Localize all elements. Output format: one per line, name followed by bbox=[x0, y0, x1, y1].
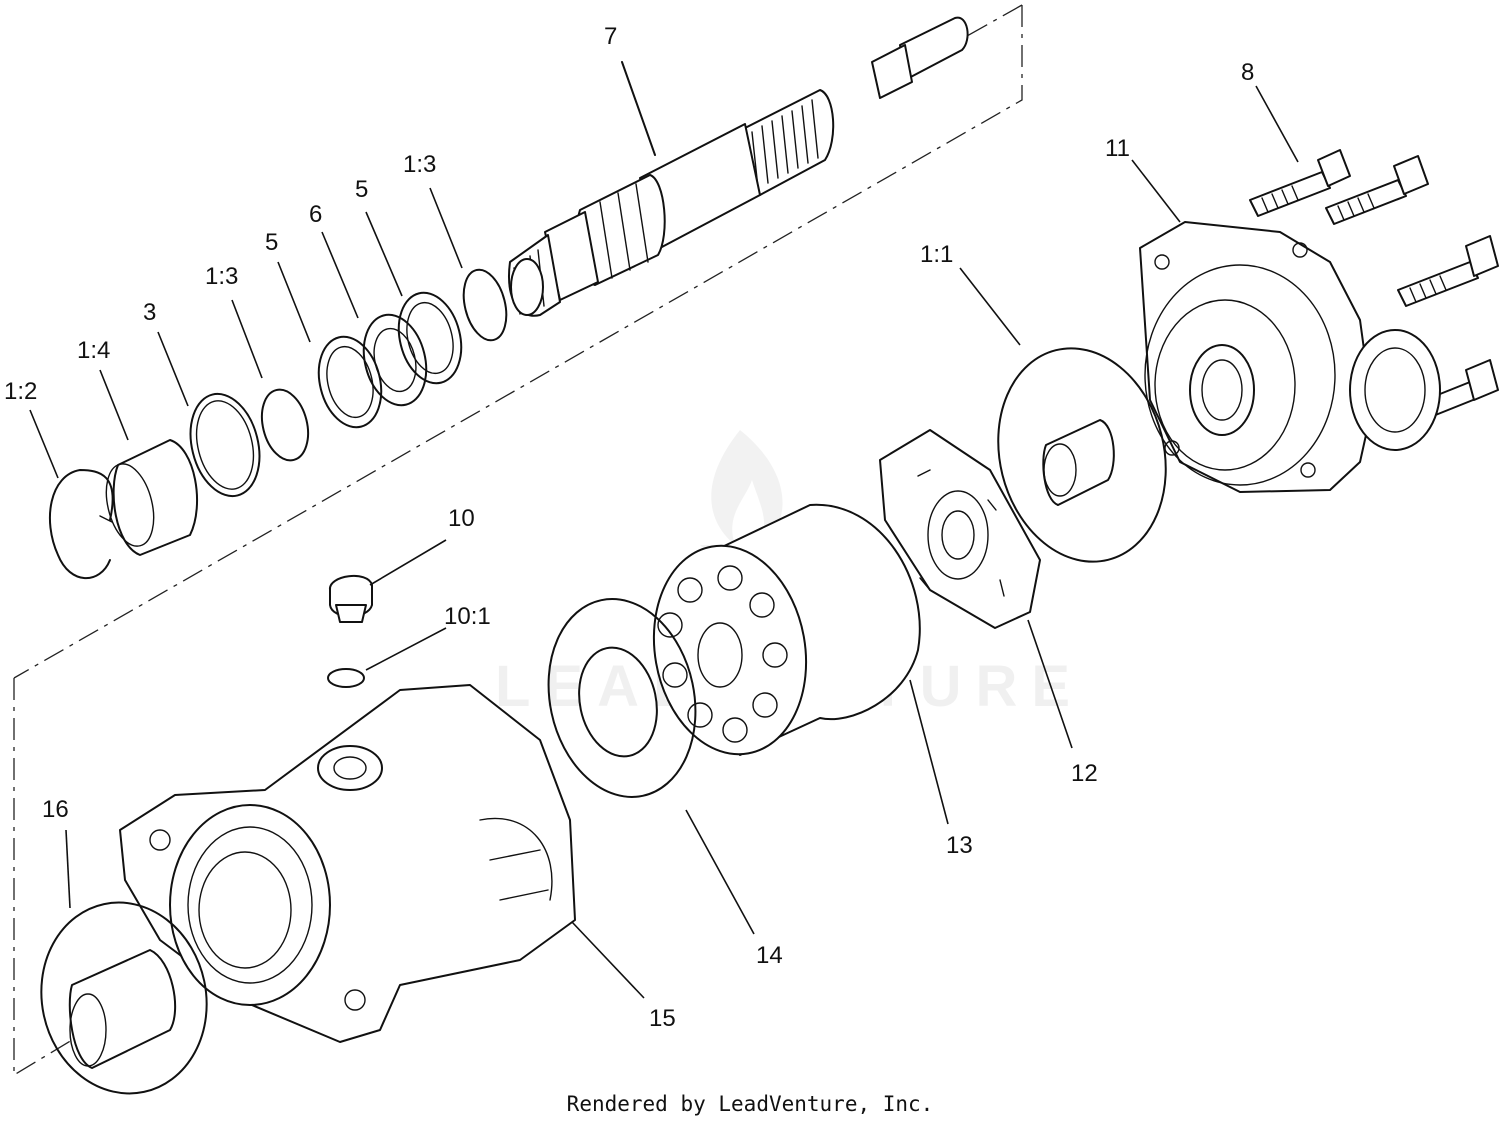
part-5-washer-lower bbox=[277, 261, 383, 429]
part-10-1-o-ring bbox=[327, 627, 447, 688]
part-1-1-o-ring bbox=[959, 267, 1167, 563]
callout-label-3: 3 bbox=[143, 299, 156, 326]
callout-labels: 7 8 11 1:1 1:3 5 6 5 1:3 3 1:4 1:2 10 10… bbox=[4, 23, 1254, 1032]
part-7-drive-shaft bbox=[508, 16, 969, 317]
part-1-3-retaining-ring-lower bbox=[231, 299, 310, 462]
part-14-thrust-washer bbox=[547, 598, 755, 935]
callout-label-13: 13 bbox=[946, 832, 973, 859]
part-6-washer bbox=[321, 231, 428, 407]
callout-label-11: 11 bbox=[1105, 135, 1130, 162]
render-credit: Rendered by LeadVenture, Inc. bbox=[566, 1092, 934, 1116]
callout-label-10-1: 10:1 bbox=[444, 603, 491, 630]
part-13-cylinder-barrel bbox=[652, 503, 949, 825]
part-1-4-bearing bbox=[99, 369, 198, 556]
part-8-bolts bbox=[1249, 85, 1499, 419]
callout-label-14: 14 bbox=[756, 942, 783, 969]
callout-label-1-1: 1:1 bbox=[920, 241, 953, 268]
callout-label-10: 10 bbox=[448, 505, 475, 532]
part-1-2-retaining-ring bbox=[29, 409, 114, 580]
callout-label-1-3-lower: 1:3 bbox=[205, 263, 238, 290]
part-3-ring bbox=[157, 331, 261, 498]
callout-label-16: 16 bbox=[42, 796, 69, 823]
callout-label-8: 8 bbox=[1241, 59, 1254, 86]
part-5-washer-upper bbox=[365, 211, 463, 385]
part-1-3-retaining-ring-upper bbox=[429, 187, 508, 342]
callout-label-12: 12 bbox=[1071, 760, 1098, 787]
callout-label-5-upper: 5 bbox=[355, 176, 368, 203]
assembly-boundary bbox=[13, 4, 1023, 1077]
part-11-port-housing bbox=[1131, 159, 1441, 493]
part-12-valve-plate bbox=[879, 429, 1073, 749]
callout-label-1-2: 1:2 bbox=[4, 378, 37, 405]
part-15-motor-housing bbox=[119, 684, 645, 1043]
callout-label-15: 15 bbox=[649, 1005, 676, 1032]
callout-label-5-lower: 5 bbox=[265, 229, 278, 256]
watermark-flame-icon bbox=[711, 430, 783, 548]
part-10-plug bbox=[329, 539, 447, 623]
callout-label-6: 6 bbox=[309, 201, 322, 228]
callout-label-1-3-upper: 1:3 bbox=[403, 151, 436, 178]
callout-label-7: 7 bbox=[604, 23, 617, 50]
callout-label-1-4: 1:4 bbox=[77, 337, 110, 364]
part-16-seal bbox=[40, 829, 208, 1095]
